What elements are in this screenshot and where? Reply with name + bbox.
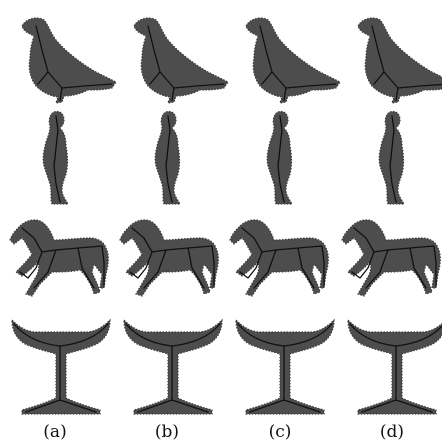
caption-c: (c) [250,422,310,442]
row-goblet [12,320,442,414]
goblet-silhouette-d [348,320,442,414]
pigeon-silhouette-b [134,18,228,103]
row-person [43,111,404,204]
goblet-silhouette-a [12,320,110,414]
pigeon-silhouette-a [22,18,116,103]
caption-b: (b) [137,422,197,442]
person-silhouette-a [43,111,68,204]
caption-a: (a) [25,422,85,442]
row-horse [10,220,440,296]
caption-d: (d) [362,422,422,442]
row-pigeon [22,18,442,103]
person-silhouette-b [155,111,180,204]
horse-silhouette-b [120,220,218,296]
horse-silhouette-d [342,220,440,296]
pigeon-silhouette-d [358,18,442,103]
goblet-silhouette-b [124,320,222,414]
goblet-silhouette-c [236,320,334,414]
horse-silhouette-c [230,220,328,296]
person-silhouette-c [267,111,292,204]
pigeon-silhouette-c [246,18,340,103]
person-silhouette-d [379,111,404,204]
horse-silhouette-a [10,220,108,296]
